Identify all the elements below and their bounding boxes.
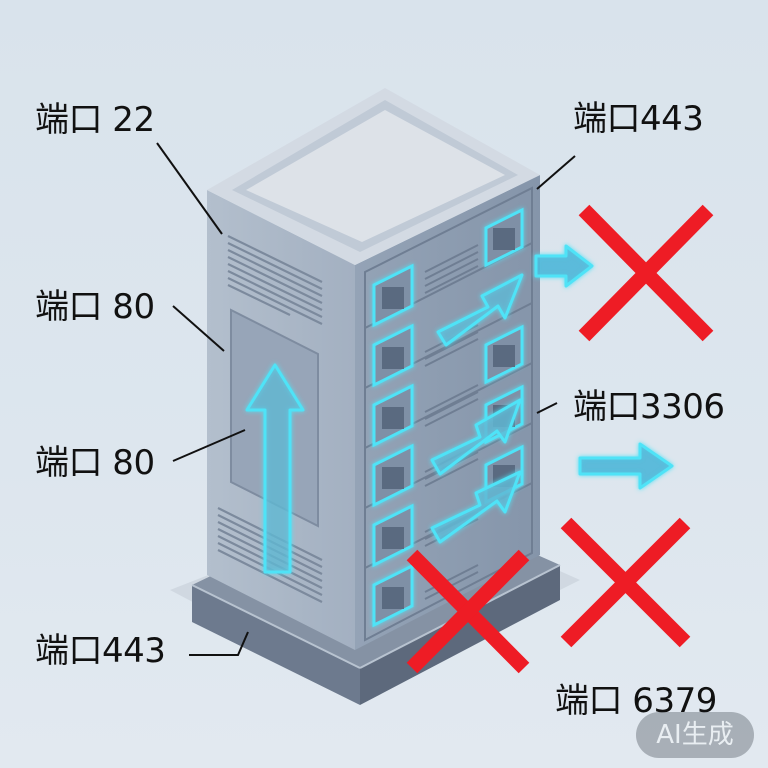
label-port-443-top: 端口443 [573, 99, 704, 139]
label-port-3306: 端口3306 [573, 387, 725, 427]
arrow-icon-up [245, 363, 305, 574]
server-top [207, 88, 540, 265]
ai-generated-badge: AI生成 [636, 712, 754, 758]
arrow-icon-right [534, 244, 674, 490]
label-port-80-b: 端口 80 [35, 443, 155, 483]
arrow-icon-diagonal [430, 273, 524, 544]
leader-lines [156, 142, 576, 656]
x-icon-blocked [406, 204, 714, 674]
label-port-443-bottom: 端口443 [35, 631, 166, 671]
label-port-80-a: 端口 80 [35, 287, 155, 327]
vent-top [227, 235, 323, 325]
label-port-22: 端口 22 [35, 100, 155, 140]
port-keypad-dots [382, 228, 515, 609]
